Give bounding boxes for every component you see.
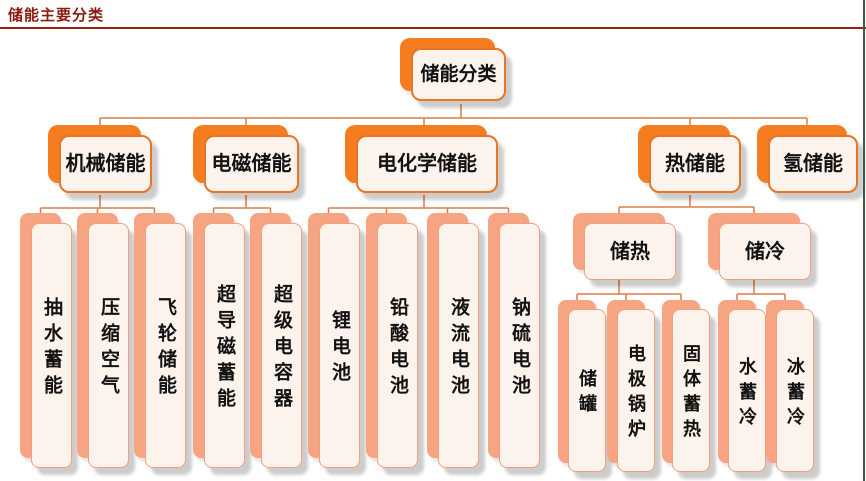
leaf-supercapacitor: 超级电容器 xyxy=(250,213,302,468)
card-label: 冰蓄冷 xyxy=(785,356,805,432)
leaf-lead-acid-battery: 铅酸电池 xyxy=(366,213,418,468)
leaf-storage-tank: 储罐 xyxy=(558,300,606,472)
card-front: 液流电池 xyxy=(438,223,479,468)
branch-thermal-storage: 热储能 xyxy=(638,125,741,193)
leaf-compressed-air: 压缩空气 xyxy=(77,213,129,468)
node-cold-storage: 储冷 xyxy=(708,213,811,280)
card-label: 机械储能 xyxy=(65,153,146,175)
card-front: 电化学储能 xyxy=(356,135,498,193)
card-front: 铅酸电池 xyxy=(377,223,418,468)
node-heat-storage: 储热 xyxy=(573,213,676,280)
card-label: 铅酸电池 xyxy=(387,297,408,401)
card-label: 储罐 xyxy=(577,369,597,419)
branch-mechanical-storage: 机械储能 xyxy=(48,125,152,193)
card-label: 电极锅炉 xyxy=(626,344,646,444)
card-front: 锂电池 xyxy=(319,223,360,468)
node-energy-storage-classification: 储能分类 xyxy=(400,38,506,101)
branch-electromagnetic-storage: 电磁储能 xyxy=(193,125,299,193)
leaf-superconducting-magnetic: 超导磁蓄能 xyxy=(193,213,245,468)
card-front: 飞轮储能 xyxy=(145,223,186,468)
card-label: 水蓄冷 xyxy=(737,356,757,432)
card-label: 压缩空气 xyxy=(98,297,119,401)
card-label: 液流电池 xyxy=(448,297,469,401)
card-front: 储罐 xyxy=(568,309,606,472)
card-label: 锂电池 xyxy=(329,310,350,388)
card-label: 抽水蓄能 xyxy=(41,297,62,401)
card-label: 电磁储能 xyxy=(211,153,292,175)
card-front: 热储能 xyxy=(649,135,741,193)
title-underline xyxy=(0,27,866,29)
leaf-flywheel: 飞轮储能 xyxy=(134,213,186,468)
leaf-lithium-battery: 锂电池 xyxy=(308,213,360,468)
card-label: 钠硫电池 xyxy=(509,297,530,401)
card-label: 储热 xyxy=(610,240,650,263)
card-front: 储热 xyxy=(584,223,676,280)
card-front: 超导磁蓄能 xyxy=(204,223,245,468)
card-front: 电极锅炉 xyxy=(617,309,655,472)
card-front: 冰蓄冷 xyxy=(776,309,814,472)
branch-hydrogen-storage: 氢储能 xyxy=(757,125,858,193)
card-front: 储能分类 xyxy=(411,48,506,101)
card-front: 氢储能 xyxy=(768,135,858,193)
card-label: 飞轮储能 xyxy=(155,297,176,401)
card-front: 压缩空气 xyxy=(88,223,129,468)
card-front: 抽水蓄能 xyxy=(31,223,72,468)
card-front: 钠硫电池 xyxy=(499,223,540,468)
card-label: 储能分类 xyxy=(420,64,497,85)
card-label: 超级电容器 xyxy=(271,284,292,414)
leaf-electrode-boiler: 电极锅炉 xyxy=(607,300,655,472)
card-front: 电磁储能 xyxy=(204,135,299,193)
right-edge-line xyxy=(863,0,865,481)
branch-electrochemical-storage: 电化学储能 xyxy=(345,125,498,193)
card-front: 固体蓄热 xyxy=(672,309,710,472)
leaf-sodium-sulfur-battery: 钠硫电池 xyxy=(488,213,540,468)
leaf-ice-cold-storage: 冰蓄冷 xyxy=(766,300,814,472)
leaf-pumped-hydro: 抽水蓄能 xyxy=(20,213,72,468)
card-label: 热储能 xyxy=(665,153,725,175)
card-label: 氢储能 xyxy=(783,153,843,175)
card-front: 机械储能 xyxy=(59,135,152,193)
card-label: 固体蓄热 xyxy=(681,344,701,444)
card-label: 超导磁蓄能 xyxy=(214,284,235,414)
card-label: 电化学储能 xyxy=(377,153,477,175)
card-front: 水蓄冷 xyxy=(728,309,766,472)
leaf-solid-heat-storage: 固体蓄热 xyxy=(662,300,710,472)
card-front: 储冷 xyxy=(719,223,811,280)
page-title: 储能主要分类 xyxy=(8,6,105,24)
card-front: 超级电容器 xyxy=(261,223,302,468)
leaf-water-cold-storage: 水蓄冷 xyxy=(718,300,766,472)
card-label: 储冷 xyxy=(745,240,785,263)
leaf-flow-battery: 液流电池 xyxy=(427,213,479,468)
